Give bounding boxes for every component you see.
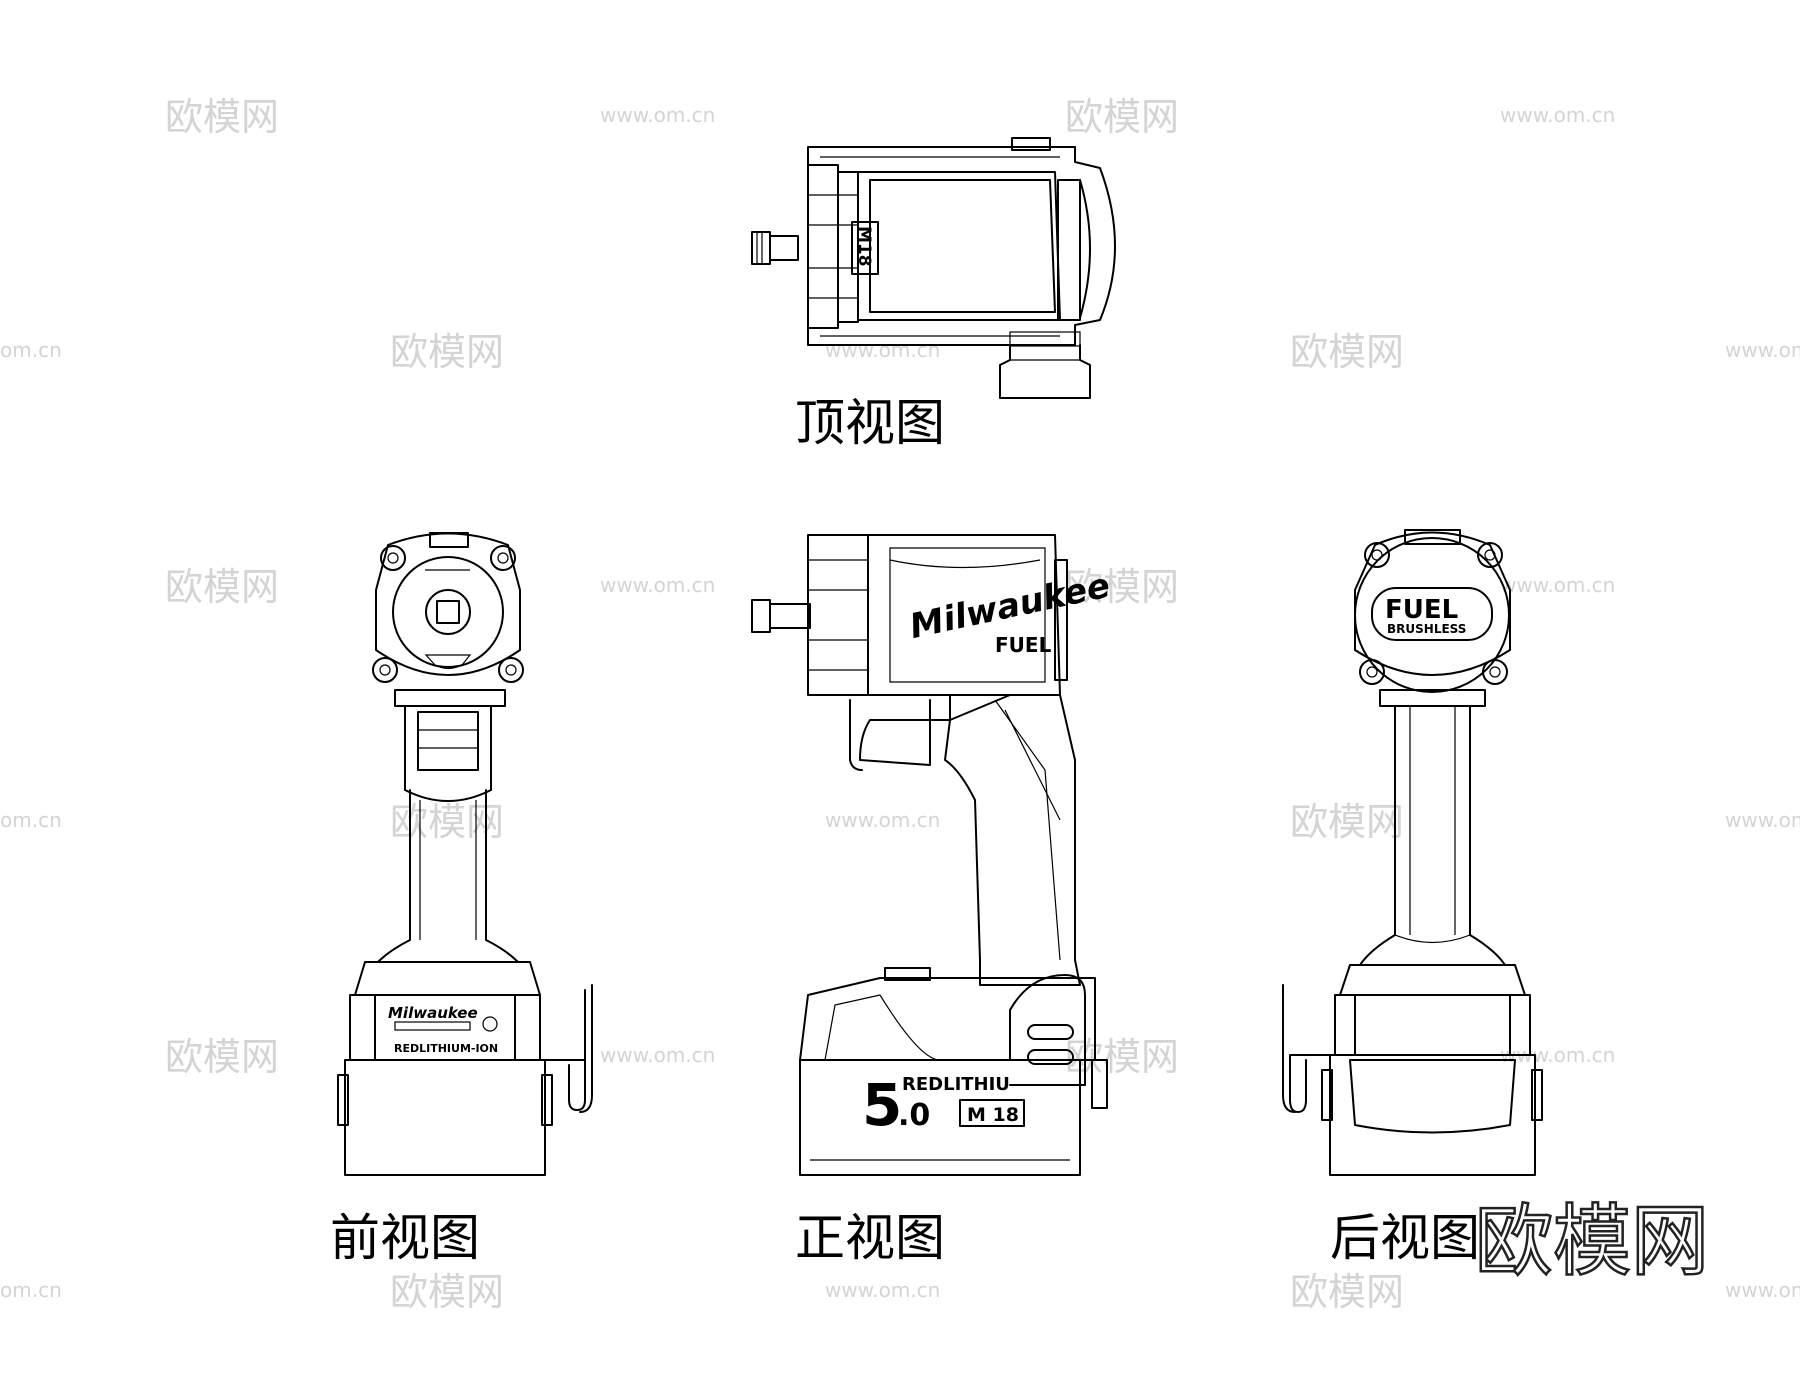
top-m18-label: M18 xyxy=(854,226,874,267)
back-view-drawing: FUEL BRUSHLESS xyxy=(1282,529,1543,1176)
watermark-site: om.cn xyxy=(0,338,62,362)
watermark-brand: 欧模网 xyxy=(1065,1035,1179,1079)
watermark-brand: 欧模网 xyxy=(1065,95,1179,139)
watermark-site: om.cn xyxy=(0,1278,62,1302)
battery-capacity-dec: .0 xyxy=(898,1098,930,1133)
front-view-drawing: Milwaukee REDLITHIUM-ION xyxy=(337,532,593,1176)
watermark-site: www.om.cn xyxy=(600,103,715,127)
watermark-brand: 欧模网 xyxy=(1290,800,1404,844)
side-view-drawing: Milwaukee FUEL 5 .0 REDLITHIU M 18 xyxy=(751,534,1113,1176)
watermark-brand: 欧模网 xyxy=(1065,565,1179,609)
top-view-label: 顶视图 xyxy=(795,394,945,452)
watermark-brand: 欧模网 xyxy=(1290,1270,1404,1314)
watermark-site: www.om.cn xyxy=(1725,808,1800,832)
watermark-site: www.om.cn xyxy=(600,1043,715,1067)
back-brushless-label: BRUSHLESS xyxy=(1387,622,1466,636)
back-view-label: 后视图 xyxy=(1330,1209,1480,1267)
battery-model-label: M 18 xyxy=(967,1104,1019,1126)
watermark-site: www.om.cn xyxy=(1725,1278,1800,1302)
watermark-site: om.cn xyxy=(0,808,62,832)
corner-watermark: 欧模网 xyxy=(1475,1197,1709,1287)
watermark-brand: 欧模网 xyxy=(1290,330,1404,374)
watermark-site: www.om.cn xyxy=(825,1278,940,1302)
watermark-brand: 欧模网 xyxy=(390,330,504,374)
front-battery-label: REDLITHIUM-ION xyxy=(394,1042,498,1055)
watermark-brand: 欧模网 xyxy=(165,565,279,609)
top-view-drawing: M18 xyxy=(751,137,1116,399)
watermark-brand: 欧模网 xyxy=(165,95,279,139)
back-fuel-label: FUEL xyxy=(1385,595,1458,625)
watermark-site: www.om.cn xyxy=(600,573,715,597)
watermark-site: www.om.cn xyxy=(1725,338,1800,362)
watermark-brand: 欧模网 xyxy=(390,1270,504,1314)
watermark-site: www.om.cn xyxy=(1500,573,1615,597)
watermark-site: www.om.cn xyxy=(825,808,940,832)
side-fuel-label: FUEL xyxy=(995,633,1052,657)
battery-capacity-int: 5 xyxy=(862,1071,902,1139)
front-milwaukee-logo: Milwaukee xyxy=(388,1004,478,1022)
front-view-label: 前视图 xyxy=(330,1209,480,1267)
watermark-site: www.om.cn xyxy=(825,338,940,362)
watermark-brand: 欧模网 xyxy=(165,1035,279,1079)
watermark-site: www.om.cn xyxy=(1500,103,1615,127)
battery-series-label: REDLITHIU xyxy=(902,1074,1010,1095)
side-view-label: 正视图 xyxy=(795,1209,945,1267)
